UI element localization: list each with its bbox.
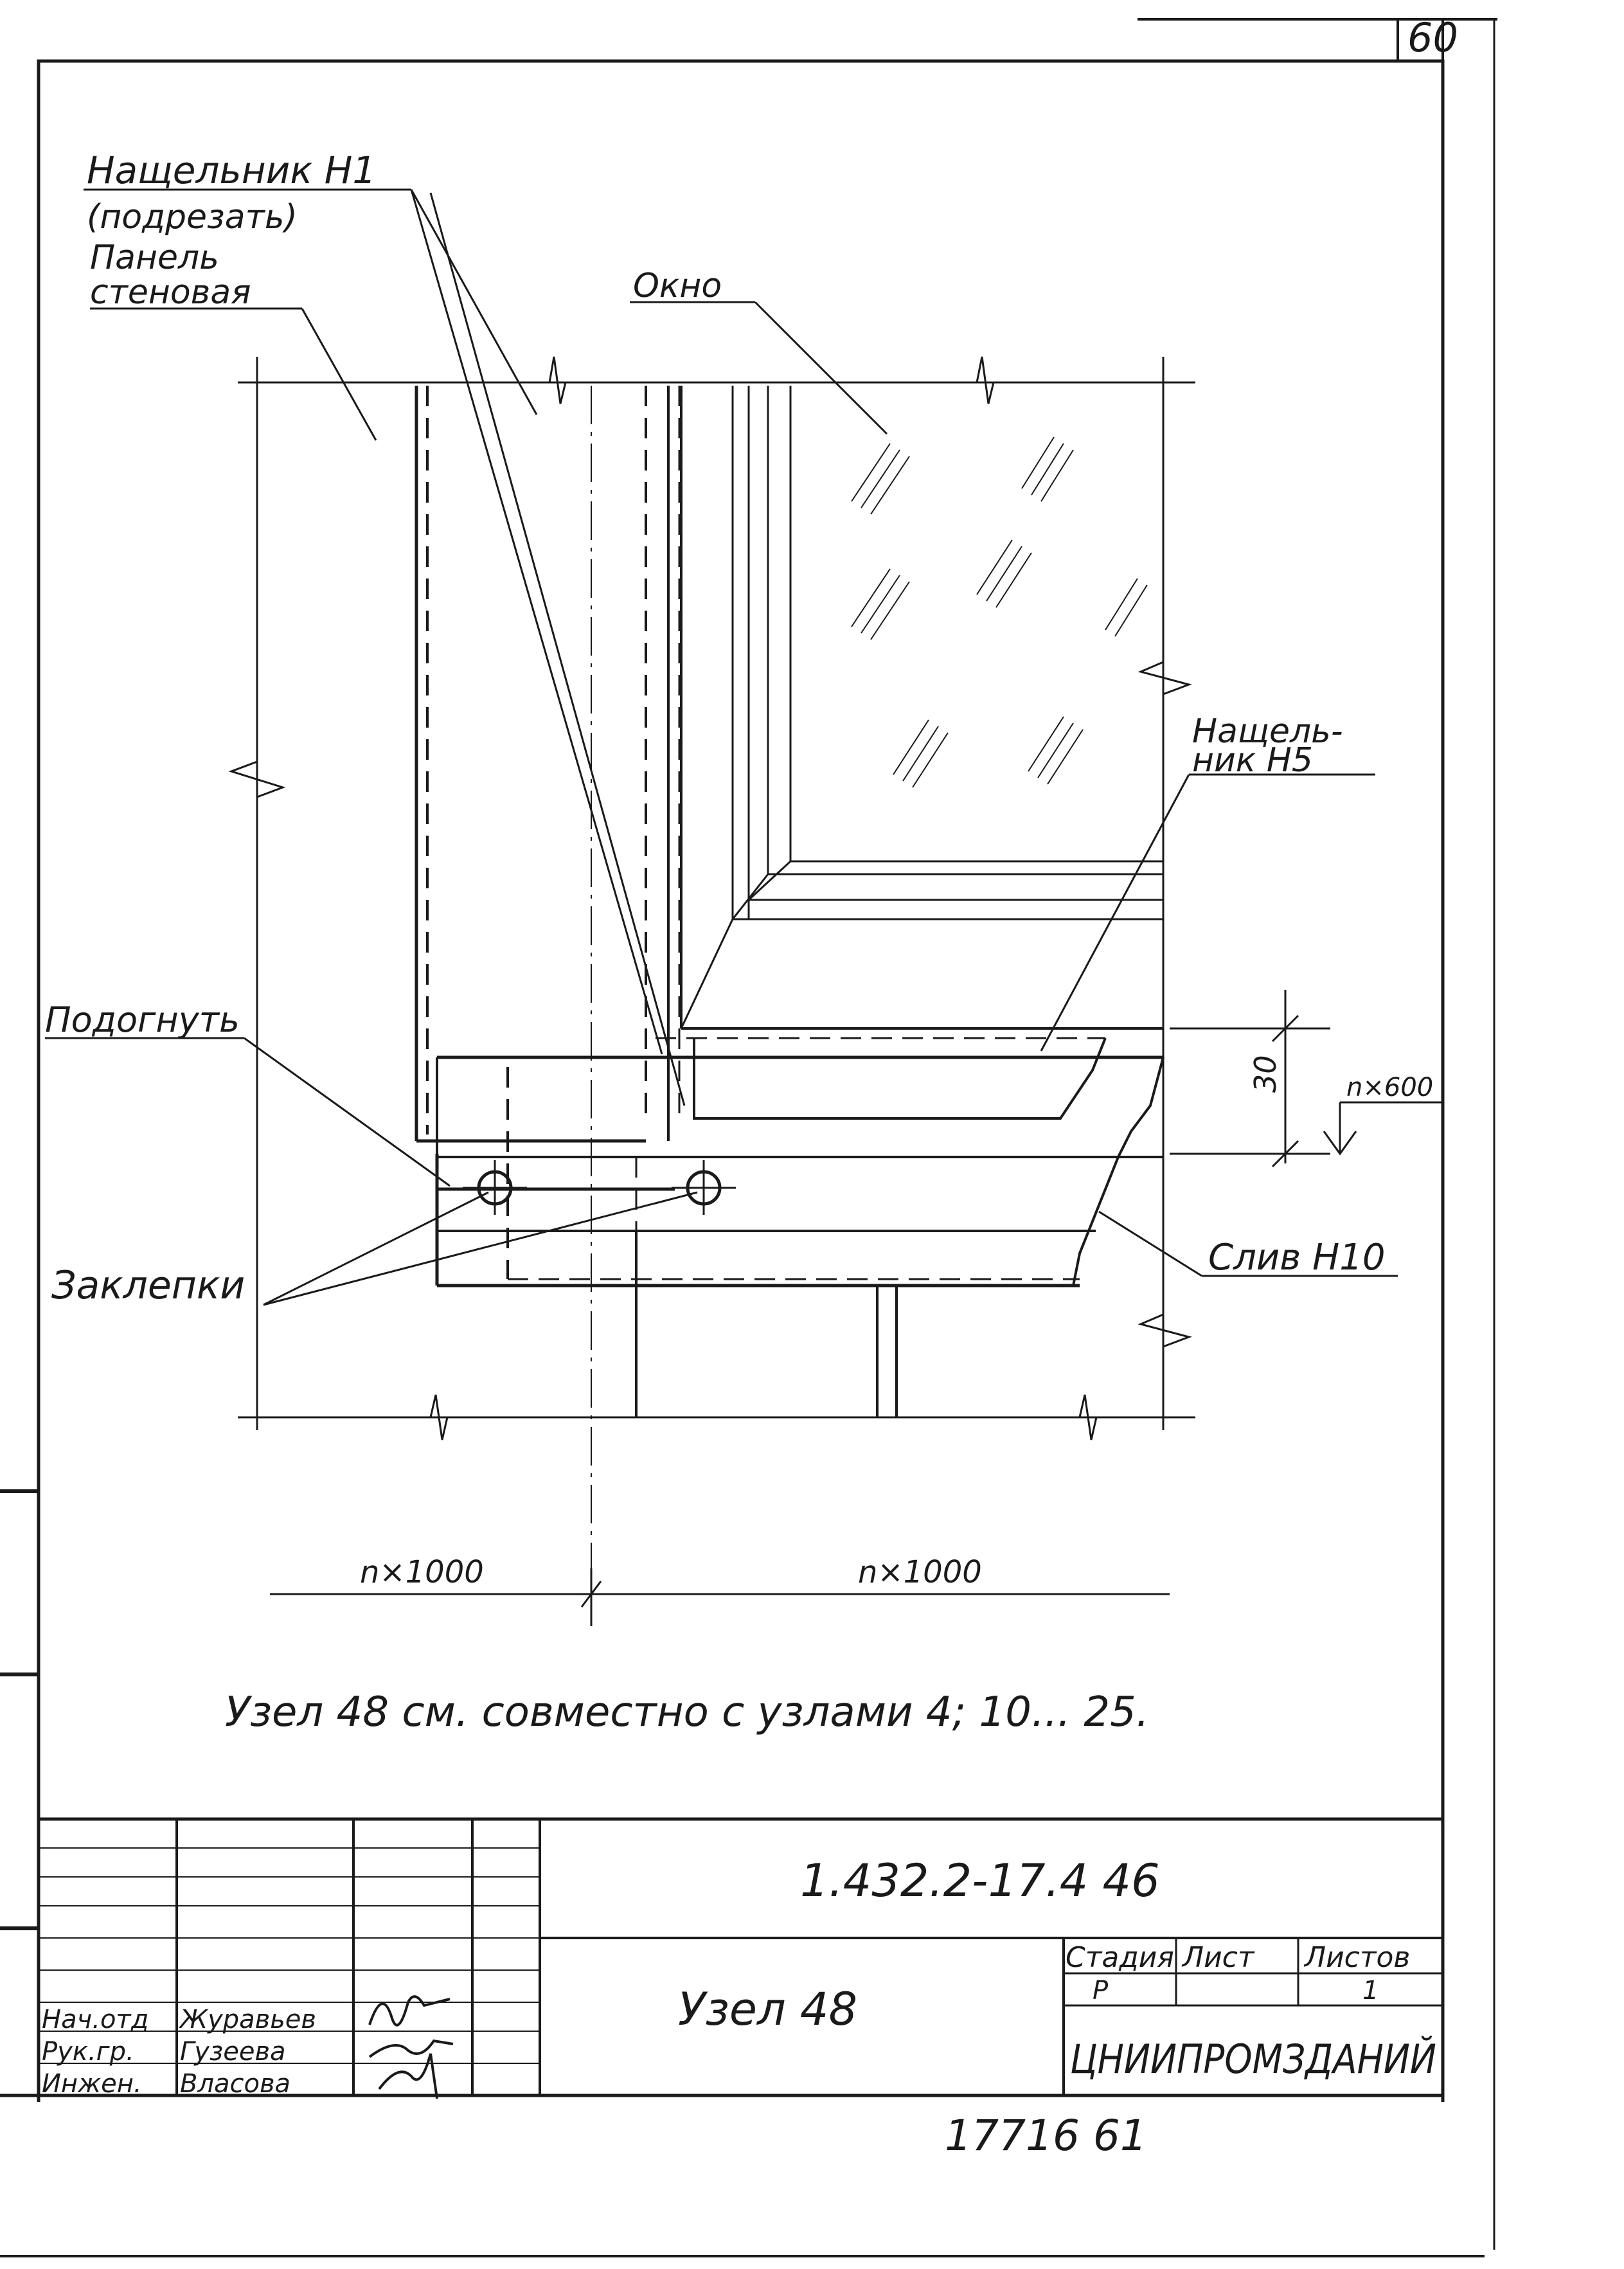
node-48-drawing xyxy=(228,356,1195,1594)
staff-role-3: Инжен. xyxy=(42,2069,142,2099)
dimension-lines xyxy=(270,990,1443,1626)
footer-number: 17716 61 xyxy=(945,2111,1147,2160)
sheets-header: Листов xyxy=(1303,1941,1410,1974)
organization: ЦНИИПРОМЗДАНИЙ xyxy=(1070,2035,1436,2083)
label-bend: Подогнуть xyxy=(45,1000,240,1040)
label-panel-type: стеновая xyxy=(90,273,251,312)
stage-value: Р xyxy=(1093,1976,1109,2005)
stage-header: Стадия xyxy=(1066,1941,1174,1974)
label-rivets: Заклепки xyxy=(51,1263,245,1308)
sheet-frame xyxy=(0,18,1497,2257)
dimension-30: 30 xyxy=(1248,1055,1283,1093)
drawing-title: Узел 48 xyxy=(678,1983,857,2036)
staff-role-2: Рук.гр. xyxy=(42,2037,134,2067)
sheet-header: Лист xyxy=(1181,1941,1255,1974)
sheet-number: 60 xyxy=(1407,14,1458,61)
label-strip-h5-cont: ник Н5 xyxy=(1192,741,1313,780)
rivet-right xyxy=(672,1160,736,1215)
staff-name-1: Журавьев xyxy=(178,2005,316,2034)
label-panel: Панель xyxy=(90,238,219,277)
label-strip-h5: Нащель- xyxy=(1192,712,1343,751)
signatures xyxy=(368,1995,454,2099)
staff-name-3: Власова xyxy=(180,2069,290,2099)
glass-hatching xyxy=(851,436,1148,788)
label-strip-h1: Нащельник Н1 xyxy=(87,148,376,192)
dimension-n600: n×600 xyxy=(1346,1073,1433,1102)
label-drip: Слив Н10 xyxy=(1208,1237,1385,1278)
sheets-value: 1 xyxy=(1362,1976,1379,2005)
dimension-right: n×1000 xyxy=(858,1554,982,1590)
drawing-note: Узел 48 см. совместно с узлами 4; 10... … xyxy=(225,1689,1149,1736)
dimension-left: n×1000 xyxy=(360,1554,484,1590)
drawing-designation: 1.432.2-17.4 46 xyxy=(800,1854,1160,1907)
leader-lines xyxy=(45,188,1398,1306)
staff-name-2: Гузеева xyxy=(180,2037,286,2067)
label-strip-h1-note: (подрезать) xyxy=(87,198,298,237)
title-block xyxy=(0,1817,1443,2097)
staff-role-1: Нач.отд xyxy=(42,2005,148,2034)
label-window: Окно xyxy=(633,267,722,305)
rivet-left xyxy=(463,1160,527,1215)
